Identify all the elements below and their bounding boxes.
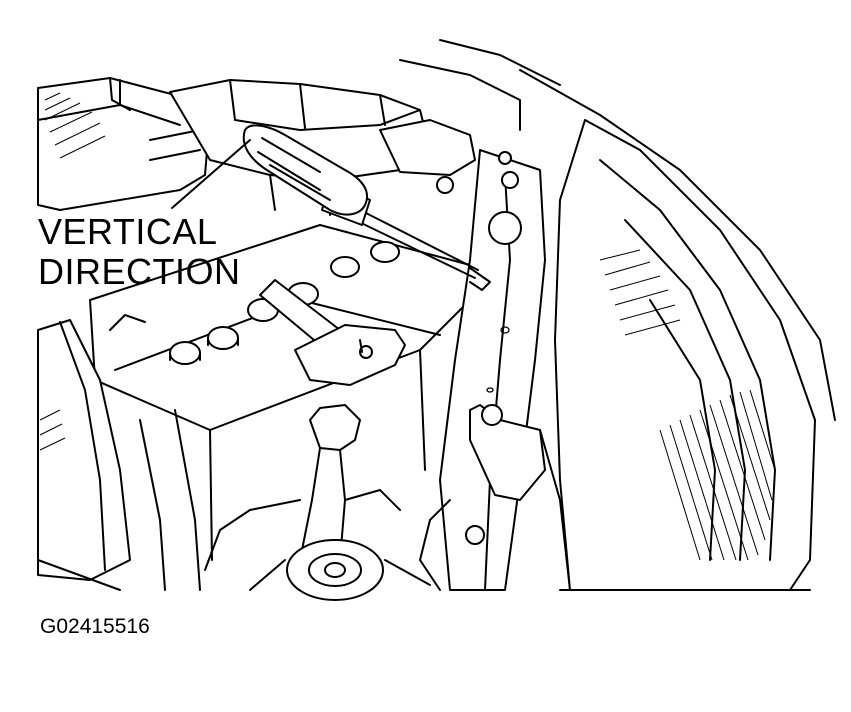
callout-leader-line bbox=[171, 139, 251, 209]
headlamp-lens-hatch bbox=[599, 249, 776, 561]
callout-line-1: VERTICAL bbox=[38, 211, 218, 252]
upper-components bbox=[169, 39, 561, 216]
strut-mount bbox=[249, 539, 431, 601]
relay-box bbox=[37, 77, 211, 211]
callout-line-2: DIRECTION bbox=[38, 251, 241, 292]
battery-hold-down bbox=[259, 279, 406, 386]
battery-tray bbox=[37, 319, 201, 591]
battery bbox=[89, 224, 471, 561]
reservoir bbox=[204, 404, 401, 571]
battery-vent-caps bbox=[169, 241, 400, 365]
lower-edge-lines bbox=[37, 559, 811, 591]
callout-label: VERTICAL DIRECTION bbox=[38, 212, 241, 292]
screwdriver bbox=[242, 124, 491, 291]
headlamp bbox=[519, 69, 836, 591]
figure-code: G02415516 bbox=[40, 615, 150, 638]
radiator-support bbox=[419, 149, 571, 591]
